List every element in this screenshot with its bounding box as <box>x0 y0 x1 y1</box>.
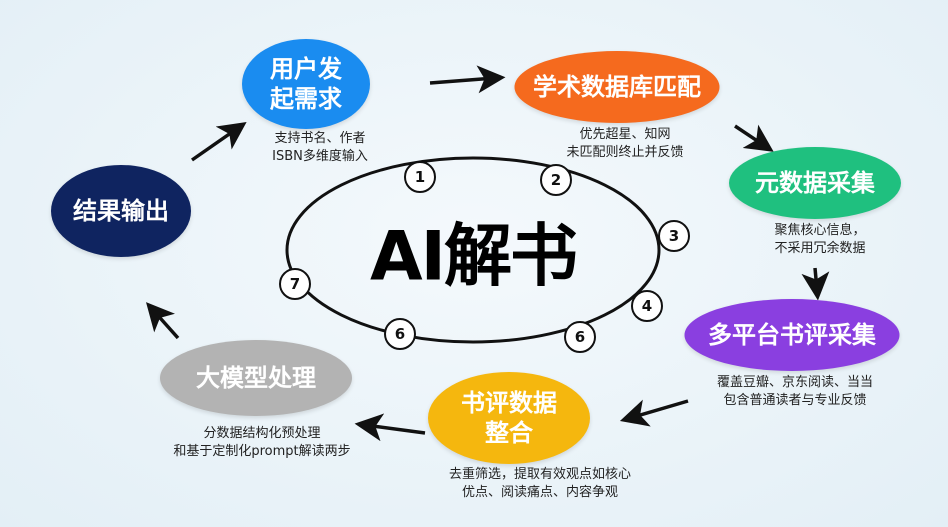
step-label: 用户发 <box>270 55 342 83</box>
step-db-match: 学术数据库匹配 <box>514 51 720 123</box>
arrow-6-7 <box>146 302 180 340</box>
cycle-number: 6 <box>384 318 416 350</box>
cycle-number: 6 <box>564 321 596 353</box>
cycle-number: 2 <box>540 164 572 196</box>
step-review-integrate: 书评数据整合 <box>428 372 590 464</box>
step-llm-process: 大模型处理 <box>160 340 352 416</box>
step-label: 多平台书评采集 <box>708 321 876 349</box>
arrow-2-3 <box>734 124 774 152</box>
cycle-ellipse <box>285 156 661 344</box>
step-user-request: 用户发起需求 <box>242 39 370 129</box>
cycle-number: 7 <box>279 268 311 300</box>
arrow-4-5 <box>619 399 689 427</box>
step-label: 书评数据 <box>461 389 557 417</box>
step-review-collect: 多平台书评采集 <box>684 299 900 371</box>
step-label: 元数据采集 <box>755 169 875 197</box>
step-label: 学术数据库匹配 <box>533 73 701 101</box>
cycle-number: 3 <box>658 220 690 252</box>
step-output: 结果输出 <box>51 165 191 257</box>
step-metadata: 元数据采集 <box>729 147 901 219</box>
arrow-5-6 <box>354 413 426 442</box>
step-desc: 覆盖豆瓣、京东阅读、当当包含普通读者与专业反馈 <box>716 375 874 409</box>
cycle-number: 4 <box>631 290 663 322</box>
step-desc: 分数据结构化预处理和基于定制化prompt解读两步 <box>173 426 351 460</box>
arrow-3-4 <box>801 267 830 301</box>
step-desc: 优先超星、知网未匹配则终止并反馈 <box>566 127 684 161</box>
step-label: 整合 <box>485 419 533 447</box>
center-title: AI解书 <box>370 217 578 297</box>
arrow-1-2 <box>429 65 506 94</box>
cycle-number: 1 <box>404 161 436 193</box>
step-desc: 去重筛选，提取有效观点如核心优点、阅读痛点、内容争观 <box>448 467 632 501</box>
step-desc: 聚焦核心信息，不采用冗余数据 <box>774 223 866 257</box>
step-label: 大模型处理 <box>196 364 316 392</box>
arrow-7-1 <box>191 122 247 162</box>
step-label: 结果输出 <box>73 197 169 225</box>
step-label: 起需求 <box>270 85 342 113</box>
